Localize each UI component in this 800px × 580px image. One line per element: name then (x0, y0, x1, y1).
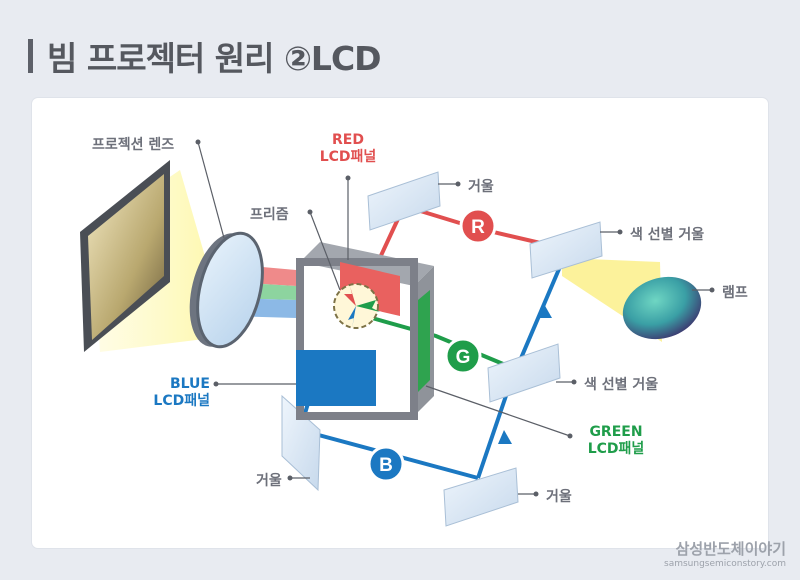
blue-lcd-panel (296, 350, 376, 406)
leader-dots (195, 139, 715, 497)
label-color-mirror-mid: 색 선별 거울 (584, 377, 659, 393)
label-lamp: 램프 (722, 285, 748, 301)
mirror-bottom-shape (443, 467, 519, 527)
label-red-line1: RED (332, 132, 364, 148)
watermark: 삼성반도체이야기 samsungsemiconstory.com (664, 538, 786, 569)
label-mirror-left: 거울 (256, 473, 282, 489)
color-mirror-top-shape (529, 221, 603, 279)
label-mirror-bottom: 거울 (546, 489, 572, 505)
leader-lens (197, 141, 225, 239)
page-title: 빔 프로젝터 원리 ②LCD (47, 39, 382, 78)
blue-arrow-2 (498, 430, 512, 444)
blue-light-path-lower (476, 383, 512, 479)
lamp-bulb (622, 276, 702, 340)
title-bar: 빔 프로젝터 원리 ②LCD (28, 34, 382, 78)
label-green-line2: LCD패널 (587, 441, 645, 457)
watermark-main: 삼성반도체이야기 (675, 540, 786, 558)
blue-arrow-1 (538, 304, 552, 318)
leader-prism (309, 211, 341, 291)
label-blue-line1: BLUE (169, 376, 210, 392)
label-red-lcd-panel: RED LCD패널 (300, 132, 396, 166)
label-mirror-top: 거울 (468, 179, 494, 195)
label-blue-lcd-panel: BLUE LCD패널 (120, 376, 210, 410)
label-prism: 프리즘 (250, 207, 289, 223)
prism-cube (296, 242, 434, 420)
badge-r: R (459, 207, 497, 245)
label-red-line2: LCD패널 (319, 149, 377, 165)
mirror-top-shape (367, 171, 441, 231)
label-green-lcd-panel: GREEN LCD패널 (566, 424, 666, 458)
label-projection-lens: 프로젝션 렌즈 (92, 137, 175, 153)
svg-text:R: R (471, 217, 485, 238)
prism-combine-point (333, 283, 380, 329)
svg-text:G: G (456, 347, 471, 368)
badge-g: G (444, 337, 482, 375)
label-green-line1: GREEN (589, 424, 643, 440)
green-lcd-panel (418, 290, 430, 392)
svg-text:B: B (379, 455, 393, 476)
leader-green-panel (425, 385, 571, 437)
title-accent-bar (28, 39, 33, 73)
label-color-mirror-top: 색 선별 거울 (630, 227, 705, 243)
label-blue-line2: LCD패널 (153, 393, 210, 409)
projection-lens (189, 231, 264, 349)
watermark-url: samsungsemiconstory.com (664, 559, 786, 569)
color-mirror-mid-shape (487, 343, 561, 403)
projection-screen (80, 160, 170, 352)
leader-lines (197, 141, 712, 495)
green-light-path (371, 316, 509, 368)
badge-b: B (367, 445, 405, 483)
